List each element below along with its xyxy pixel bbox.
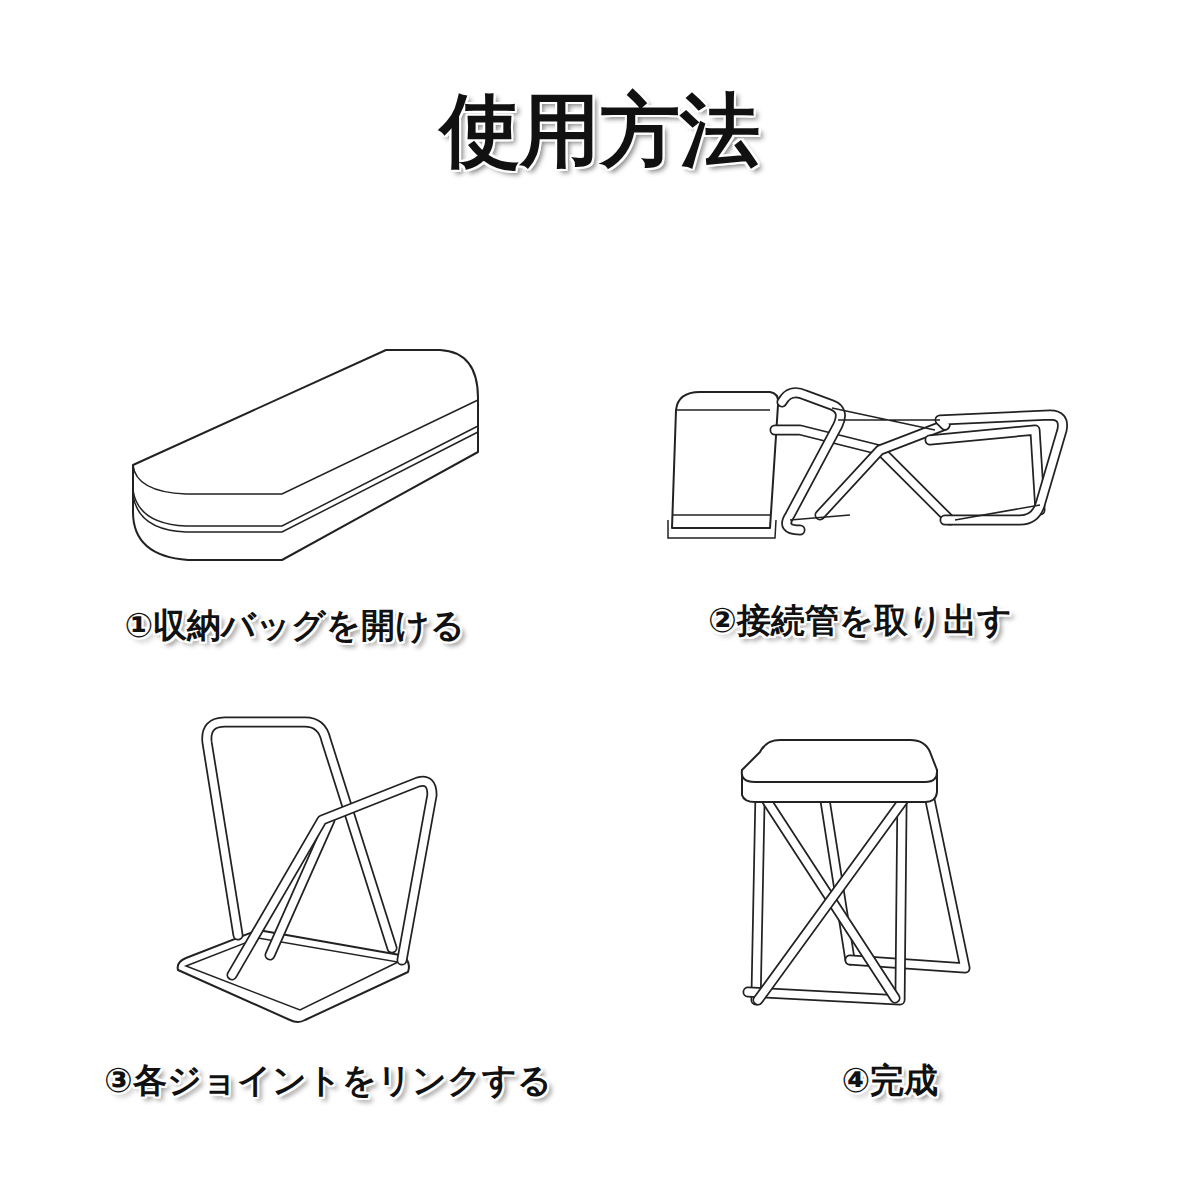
storage-bag [133, 350, 478, 560]
page-title: 使用方法 [440, 78, 760, 186]
opened-bag [668, 392, 778, 538]
connecting-tubes [775, 393, 1063, 530]
step-caption: ②接続管を取り出す [708, 598, 1012, 644]
step-caption: ①収納バッグを開ける [125, 603, 466, 649]
step-caption: ③各ジョイントをリンクする [104, 1058, 552, 1104]
finished-stool [742, 740, 965, 1000]
frame-assembly [178, 722, 432, 1022]
step-caption-holder: ④完成 [842, 1058, 939, 1104]
step-caption-holder: ①収納バッグを開ける [125, 603, 466, 649]
step-caption-holder: ②接続管を取り出す [708, 598, 1012, 644]
page-title-holder: 使用方法 [440, 78, 760, 186]
step-caption-holder: ③各ジョイントをリンクする [104, 1058, 552, 1104]
step-caption: ④完成 [842, 1058, 939, 1104]
